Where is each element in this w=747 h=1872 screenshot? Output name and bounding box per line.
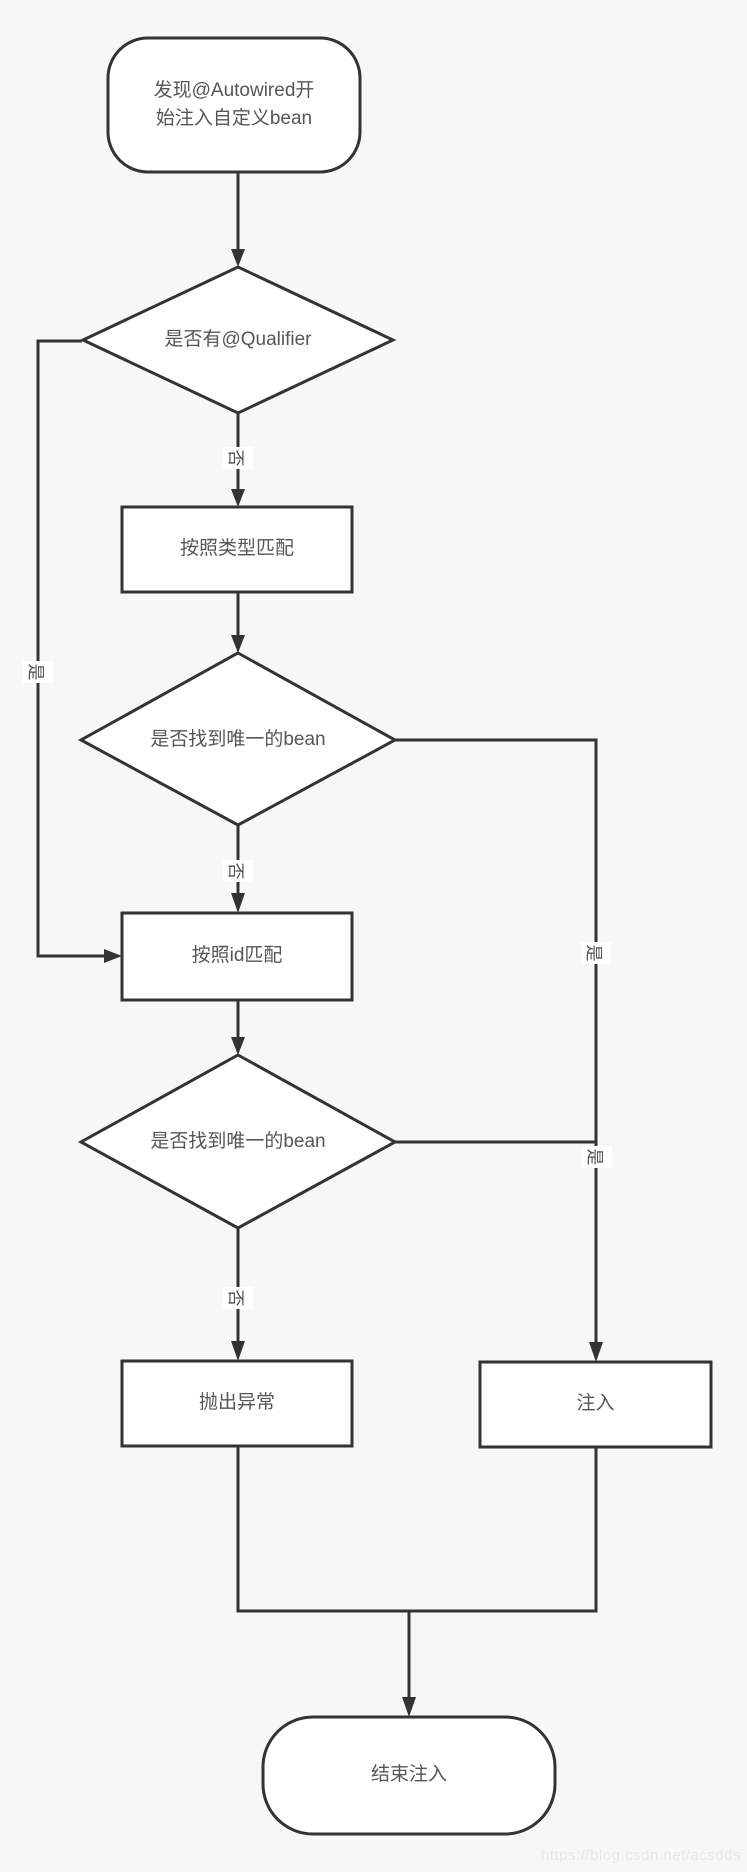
arrowhead-match-type: [231, 489, 245, 507]
edges-group: [36, 172, 603, 1717]
node-throw-exception-shape: [120, 1359, 354, 1448]
arrowhead-throw: [231, 1341, 245, 1361]
node-inject-shape: [478, 1360, 713, 1449]
node-match-by-id-shape: [120, 911, 354, 1002]
nodes-group: [77, 36, 713, 1836]
edge-yes-to-match-id: [36, 339, 104, 958]
watermark-url: https://blog.csdn.net/acsdds: [541, 1847, 741, 1864]
arrowhead-unique2: [231, 1037, 245, 1055]
node-start-shape: [106, 36, 362, 174]
node-match-by-type-shape: [120, 505, 354, 594]
node-end-shape: [261, 1715, 557, 1836]
arrowhead-qualifier: [231, 249, 245, 267]
arrowhead-match-id-top: [231, 893, 245, 913]
arrowhead-match-id-left: [104, 949, 122, 963]
edge-yes-to-inject: [395, 738, 598, 1344]
arrowhead-inject: [589, 1342, 603, 1362]
node-has-qualifier-shape: [79, 265, 397, 415]
node-unique-bean-2-shape: [77, 1053, 399, 1230]
node-unique-bean-1-shape: [77, 651, 399, 827]
edge-merge: [236, 1446, 598, 1613]
arrowhead-unique1: [231, 635, 245, 653]
arrowhead-end: [402, 1697, 416, 1717]
